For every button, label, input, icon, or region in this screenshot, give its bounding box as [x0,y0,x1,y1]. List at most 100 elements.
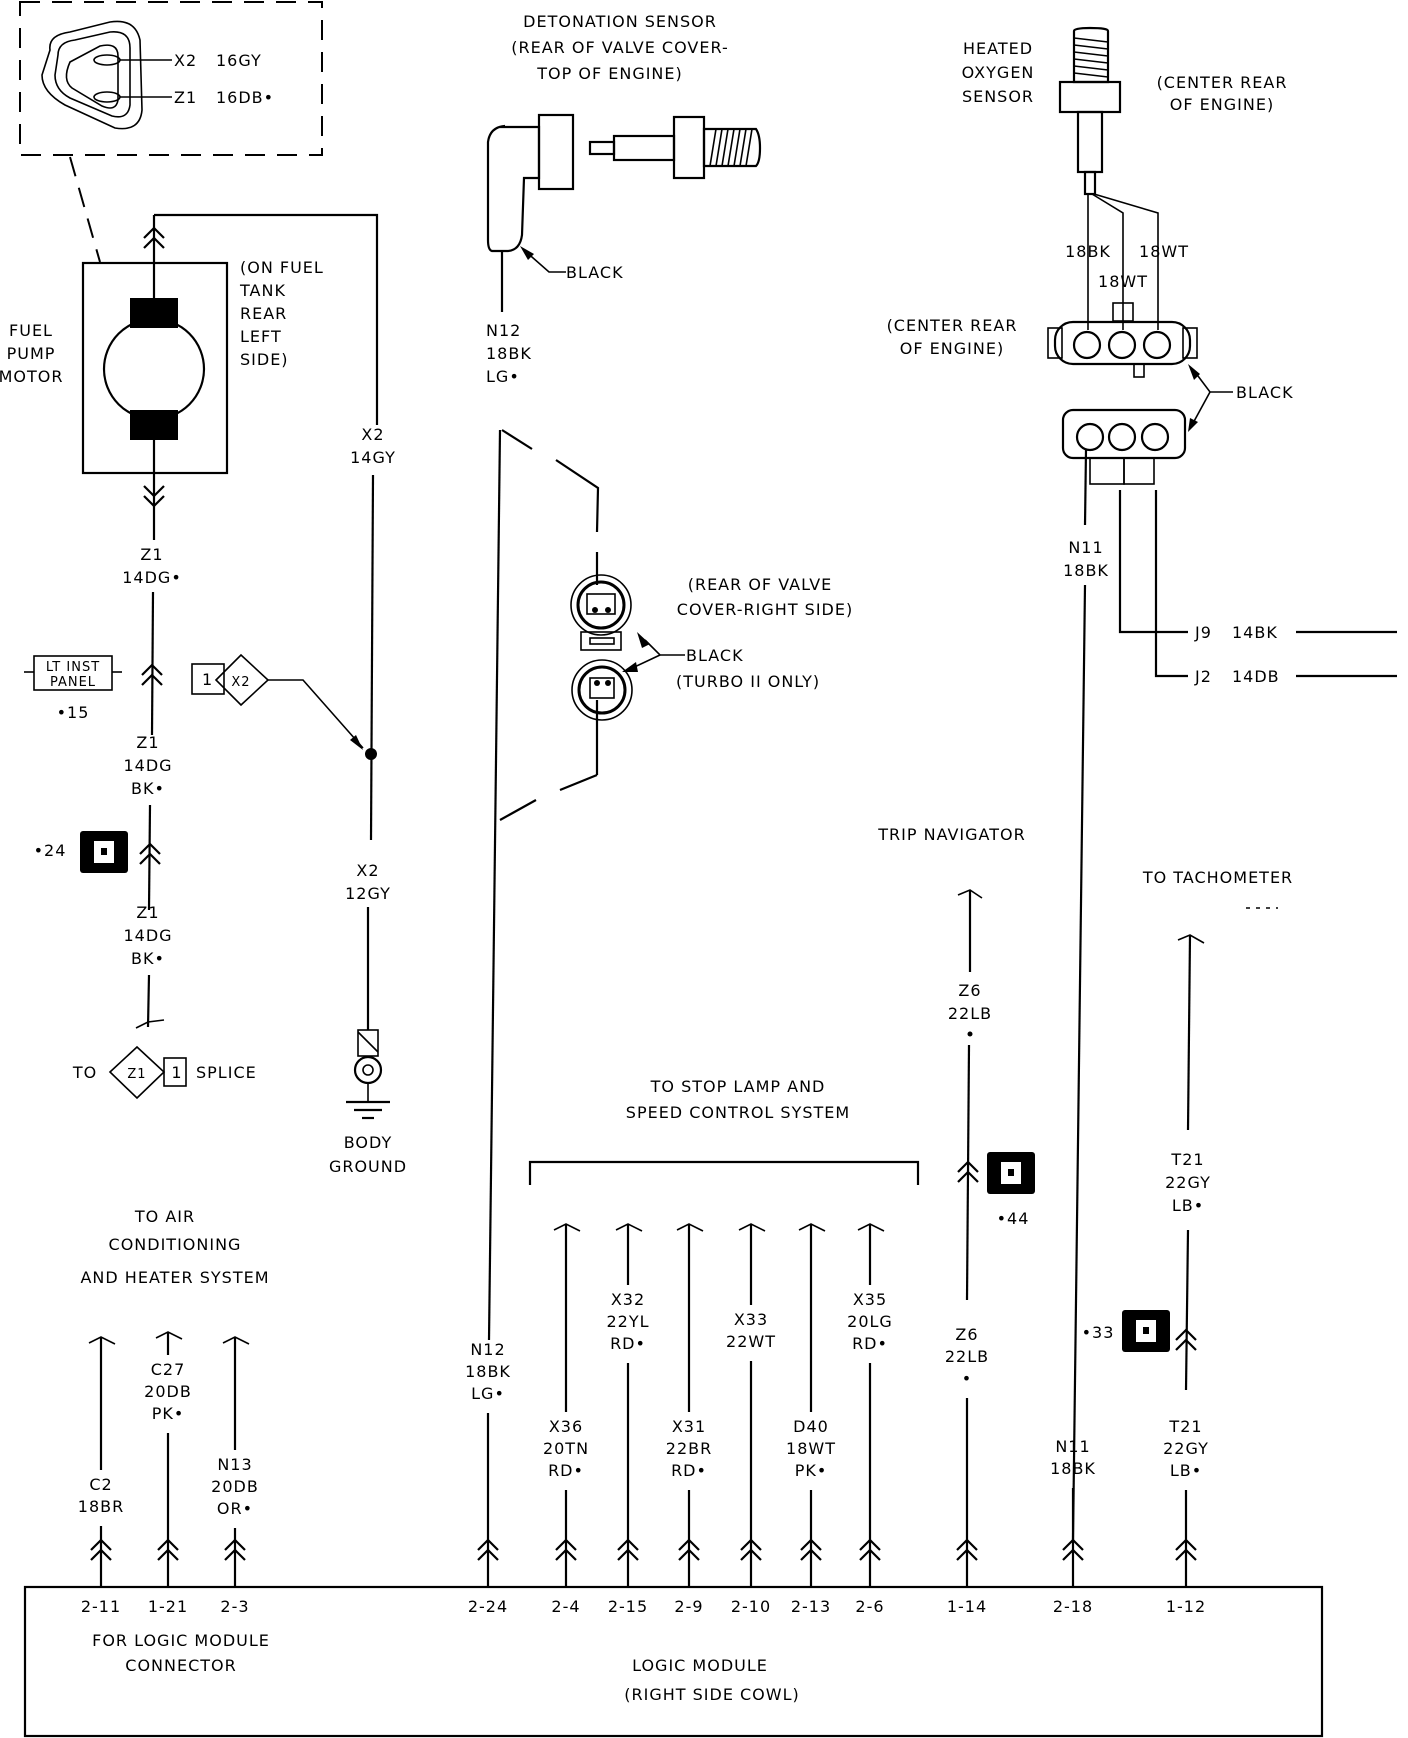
detonation-title-2: (REAR OF VALVE COVER- [511,38,728,57]
stop-lamp-title-2: SPEED CONTROL SYSTEM [626,1103,850,1122]
module-pin-label: 2-24 [468,1597,508,1616]
connector-chevron-icon [678,1538,700,1551]
arrowhead-icon [350,735,363,750]
fuel-pump-motor [81,213,379,540]
wire-label-18bk-top: 18BK [486,344,532,363]
module-pin-label: 2-4 [551,1597,580,1616]
wire-label: RD• [610,1334,646,1353]
module-pin-label: 2-11 [81,1597,121,1616]
module-pin-label: 2-13 [791,1597,831,1616]
wire-label: LG• [471,1384,505,1403]
splice-arrow-line [268,679,364,749]
trip-navigator-title: TRIP NAVIGATOR [877,825,1025,844]
connector-chevron-icon [143,485,165,498]
module-pin-label: 2-6 [855,1597,884,1616]
fuel-pump-location-1: (ON FUEL [240,258,324,277]
connector-44-icon [987,1152,1035,1194]
stop-lamp-title-1: TO STOP LAMP AND [650,1077,826,1096]
o2-location-1: (CENTER REAR [1157,73,1288,92]
module-pin-label: 1-14 [947,1597,987,1616]
connector-chevron-icon [800,1548,822,1561]
wire-label: X33 [734,1310,768,1329]
wire-label: 22WT [726,1332,776,1351]
black-callout-line [644,639,685,656]
module-wire-2-24: N12 18BK LG• [465,1340,511,1587]
valve-cover-color: BLACK [686,646,744,665]
arrowhead-icon [1188,418,1198,432]
wire-label: 20TN [543,1439,589,1458]
wire-label: Z6 [955,1325,978,1344]
body-ground-label-1: BODY [344,1133,393,1152]
lt-inst-panel-label-1: LT INST [46,660,100,675]
wire-label: 18BK [465,1362,511,1381]
connector-chevron-icon [617,1538,639,1551]
wire-label: 22GY [1163,1439,1209,1458]
inset-dashed-frame [19,1,323,156]
module-pin-label: 1-21 [148,1597,188,1616]
module-pin-label: 2-3 [220,1597,249,1616]
ground-symbol-icon [346,1029,390,1120]
fuel-pump-label-3: MOTOR [0,367,63,386]
splice-ref-pin: 1 [202,670,213,689]
wire-label: • [962,1369,972,1388]
wire-label-22lb-top: 22LB [948,1004,992,1023]
wire-label-bk-b: BK• [131,779,165,798]
splice-ref-box [191,663,225,695]
inset-pin-wire-z1: 16DB• [216,88,274,107]
wire-label: N12 [470,1340,505,1359]
module-pin-label: 2-9 [674,1597,703,1616]
wire-label: N11 [1055,1437,1090,1456]
wire-label: 22YL [606,1312,649,1331]
fuel-pump-label-2: PUMP [7,344,56,363]
connector-33-icon [1122,1310,1170,1352]
o2-title-1: HEATED [963,39,1033,58]
detonation-title-1: DETONATION SENSOR [523,12,717,31]
splice-dot [365,748,377,760]
connector-chevron-icon [800,1538,822,1551]
wire-label-n12-top: N12 [486,321,521,340]
wire-label-22gy-top: 22GY [1165,1173,1211,1192]
detonation-connector-icon [486,113,575,253]
wire-x2-14gy [154,213,379,425]
wire-label-14dg-a: 14DG• [122,568,182,587]
wire-label-z1-b: Z1 [136,733,159,752]
fuel-pump-label-1: FUEL [9,321,53,340]
wire-label-12gy: 12GY [345,884,391,903]
wire-label: D40 [793,1417,829,1436]
wire-label: PK• [795,1461,828,1480]
connector-chevron-icon [740,1538,762,1551]
connector-chevron-icon [477,1548,499,1561]
motor-icon [102,317,206,421]
o2-wire-18wt-right: 18WT [1139,242,1189,261]
wire-label-z1-c: Z1 [136,903,159,922]
wire-label-14dg-b: 14DG [123,756,172,775]
connector-chevron-icon [143,226,165,239]
o2-connector-lower-icon [1061,408,1187,485]
connector-note-1: FOR LOGIC MODULE [92,1631,270,1650]
wire-label: T21 [1168,1417,1202,1436]
lt-inst-panel-inline [24,655,122,691]
connector-chevron-icon [1175,1538,1197,1551]
connector-chevron-icon [740,1548,762,1561]
connector-chevron-icon [555,1538,577,1551]
connector-ref-44: •44 [997,1209,1030,1228]
wire-label-x2-upper: X2 [361,425,384,444]
wire-label-lg-top: LG• [486,367,520,386]
ac-title-1: TO AIR [134,1207,195,1226]
wire-label: LB• [1170,1461,1202,1480]
connector-chevron-icon [477,1538,499,1551]
o2-title-3: SENSOR [962,87,1034,106]
connector-note-2: CONNECTOR [125,1656,236,1675]
arrowhead-icon [1188,364,1200,380]
splice-pin: 1 [171,1063,182,1082]
connector-ref-24: •24 [34,841,67,860]
ac-title-3: AND HEATER SYSTEM [80,1268,269,1287]
